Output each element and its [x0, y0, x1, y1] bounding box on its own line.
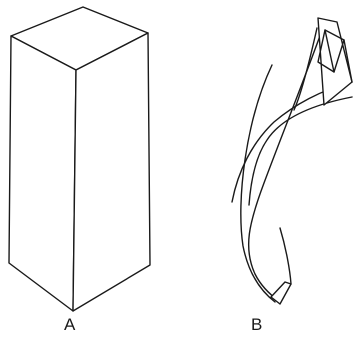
- figure-label-b: B: [251, 316, 262, 333]
- figure-label-a: A: [64, 316, 75, 333]
- prism-b-right-edge: [294, 28, 317, 110]
- twisted-prism-b: [232, 18, 352, 304]
- prism-b-bottom-edge: [280, 228, 291, 284]
- prism-a-left-face: [9, 36, 76, 311]
- prism-b-top-face: [318, 18, 352, 105]
- prism-b-ribbon-upper-edge: [232, 82, 352, 202]
- prism-a-right-face: [73, 33, 150, 311]
- prism-a: [9, 7, 150, 311]
- prism-b-ribbon-lower-edge: [249, 97, 352, 205]
- prism-b-outer-left-edge: [241, 65, 275, 302]
- prism-b-inner-edge: [249, 22, 325, 301]
